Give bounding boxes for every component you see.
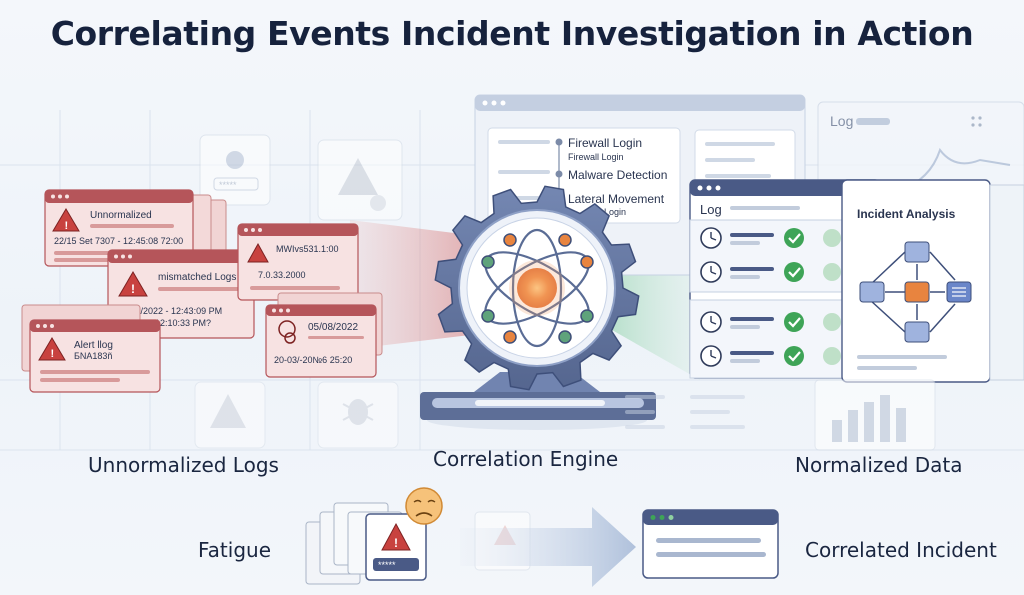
analysis-node [904,241,930,263]
clock-icon [700,261,722,283]
page-title: Correlating Events Incident Investigatio… [50,14,974,53]
svg-text:!: ! [131,282,135,296]
label-correlation-engine: Correlation Engine [433,447,619,471]
svg-text:*****: ***** [378,560,396,570]
fatigue-cards: ! ***** [305,487,443,585]
check-icon [784,312,804,332]
warning-icon [52,208,80,232]
check-icon [823,229,841,247]
svg-text:!: ! [394,536,398,550]
label-normalized-data: Normalized Data [795,453,963,477]
engine-node [558,233,572,247]
engine-node [503,330,517,344]
log-window-date: 05/08/2022 20-03/-20№6 25:20 [265,292,383,378]
log-line: 7.0.33.2000 [258,270,306,280]
check-icon [784,262,804,282]
timeline-event: Malware Detection [568,168,667,182]
analysis-node [904,281,930,303]
bug-icon [278,320,296,344]
faded-bar-chart [814,379,936,451]
warning-icon [338,158,378,195]
log-line: 28/15/2022 - 12:43:09 PM [118,306,222,316]
clock-icon [700,311,722,333]
correlation-engine [420,185,656,430]
label-unnormalized-logs: Unnormalized Logs [88,453,279,477]
warning-icon [381,522,411,551]
clock-icon [700,227,722,249]
log-heading: mismatched Logs [158,272,236,283]
clock-icon [700,345,722,367]
log-window-unnormalized: ! Unnormalized 22/15 Set 7307 - 12:45:08… [44,189,227,267]
timeline-event: Lateral Movement [568,192,665,206]
log-line: 20-03/-20№6 25:20 [274,355,352,365]
log-line-bar [730,351,774,355]
timeline-subevent: Firewall Login [568,152,624,162]
analysis-node [859,281,885,303]
bug-icon [342,399,374,425]
engine-node [503,233,517,247]
log-heading: Alert llog [74,340,113,351]
incident-analysis-panel: Incident Analysis [841,179,1024,383]
log-line-bar [730,241,760,245]
log-line: 12:10:33 PM? [155,318,211,328]
check-icon [823,263,841,281]
engine-node [481,255,495,269]
check-icon [823,347,841,365]
timeline-subevent: Login [604,207,626,217]
log-line-bar [730,317,774,321]
log-heading: 05/08/2022 [308,322,358,333]
warning-icon [38,337,66,361]
faded-bottom-cards [194,381,399,449]
label-correlated-incident: Correlated Incident [805,538,997,562]
svg-text:*****: ***** [219,180,237,190]
incident-panel-title: Incident Analysis [857,207,956,221]
warning-icon [247,242,269,263]
engine-node [580,255,594,269]
engine-core [517,268,557,308]
user-icon [226,151,244,169]
svg-text:!: ! [51,348,55,360]
correlated-incident-window [642,509,779,579]
log-heading: MWIvs531.1:00 [276,244,339,254]
engine-node [558,330,572,344]
log-line-bar [730,325,760,329]
check-icon [784,346,804,366]
progress-arrow [460,507,636,587]
log-heading: Unnormalized [90,210,152,221]
log-line-bar [730,267,774,271]
warning-icon [210,394,246,428]
timeline-event: Firewall Login [568,136,642,150]
engine-node [481,309,495,323]
log-line: 22/15 Set 7307 - 12:45:08 72:00 [54,236,183,246]
faded-warning-card [317,139,403,221]
log-window-mwi: MWIvs531.1:00 7.0.33.2000 [237,223,359,301]
check-icon [784,228,804,248]
svg-text:!: ! [65,220,69,232]
log-line-bar [730,233,774,237]
engine-node [580,309,594,323]
check-icon [823,313,841,331]
normalized-log-panel: Log [689,179,881,379]
log-line-bar [730,359,760,363]
analysis-node [904,321,930,343]
label-fatigue: Fatigue [198,538,271,562]
faded-user-card: ***** [199,134,271,206]
normalized-panel-title: Log [700,202,722,217]
sad-face-icon [405,487,443,525]
log-window-mismatched: ! mismatched Logs 28/15/2022 - 12:43:09 … [107,249,255,339]
faded-list-bars [625,395,745,429]
log-window-alert: ! Alert llog БNА183ñ [21,304,161,393]
log-line: БNА183ñ [74,351,112,361]
warning-icon [118,271,148,297]
log-line-bar [730,275,760,279]
log-chart-title: Log [830,113,853,129]
